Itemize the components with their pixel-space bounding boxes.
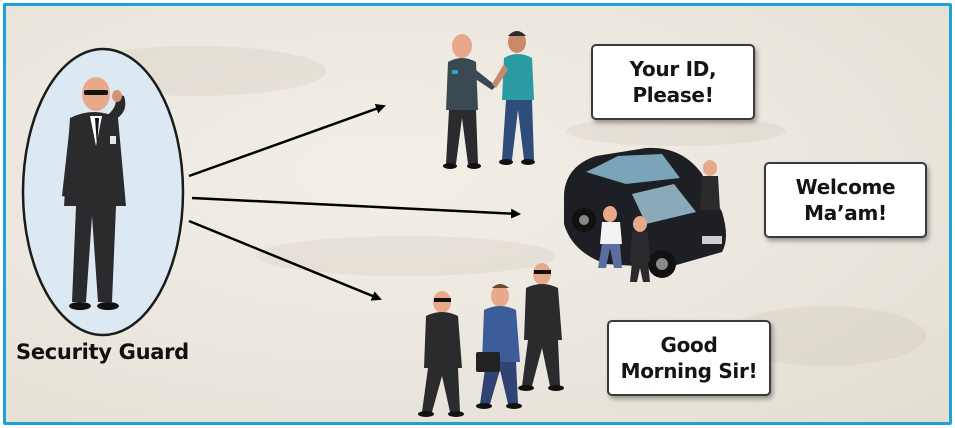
speech-box-welcome: Welcome Ma’am! (764, 162, 927, 238)
speech-line: Welcome (795, 174, 896, 199)
speech-line: Your ID, (629, 56, 717, 81)
speech-box-good-morning: Good Morning Sir! (607, 320, 771, 396)
speech-line: Good (660, 332, 718, 357)
vip-car-scene (564, 147, 726, 282)
speech-line: Morning Sir! (620, 359, 758, 383)
arrow-icon (188, 219, 382, 301)
diagram-canvas (21, 31, 726, 417)
speech-line: Ma’am! (804, 201, 887, 225)
background-texture (566, 116, 786, 146)
speech-box-id-check: Your ID, Please! (591, 44, 755, 120)
security-guard-figure (21, 47, 185, 337)
arrow-icon (188, 103, 386, 178)
arrow-icon (191, 196, 521, 219)
executives-scene (418, 263, 564, 417)
id-check-scene (443, 31, 535, 169)
guard-caption: Security Guard (16, 340, 189, 364)
speech-line: Please! (632, 83, 714, 107)
diagram-frame: Security Guard Your ID, Please! Welcome … (3, 3, 952, 425)
